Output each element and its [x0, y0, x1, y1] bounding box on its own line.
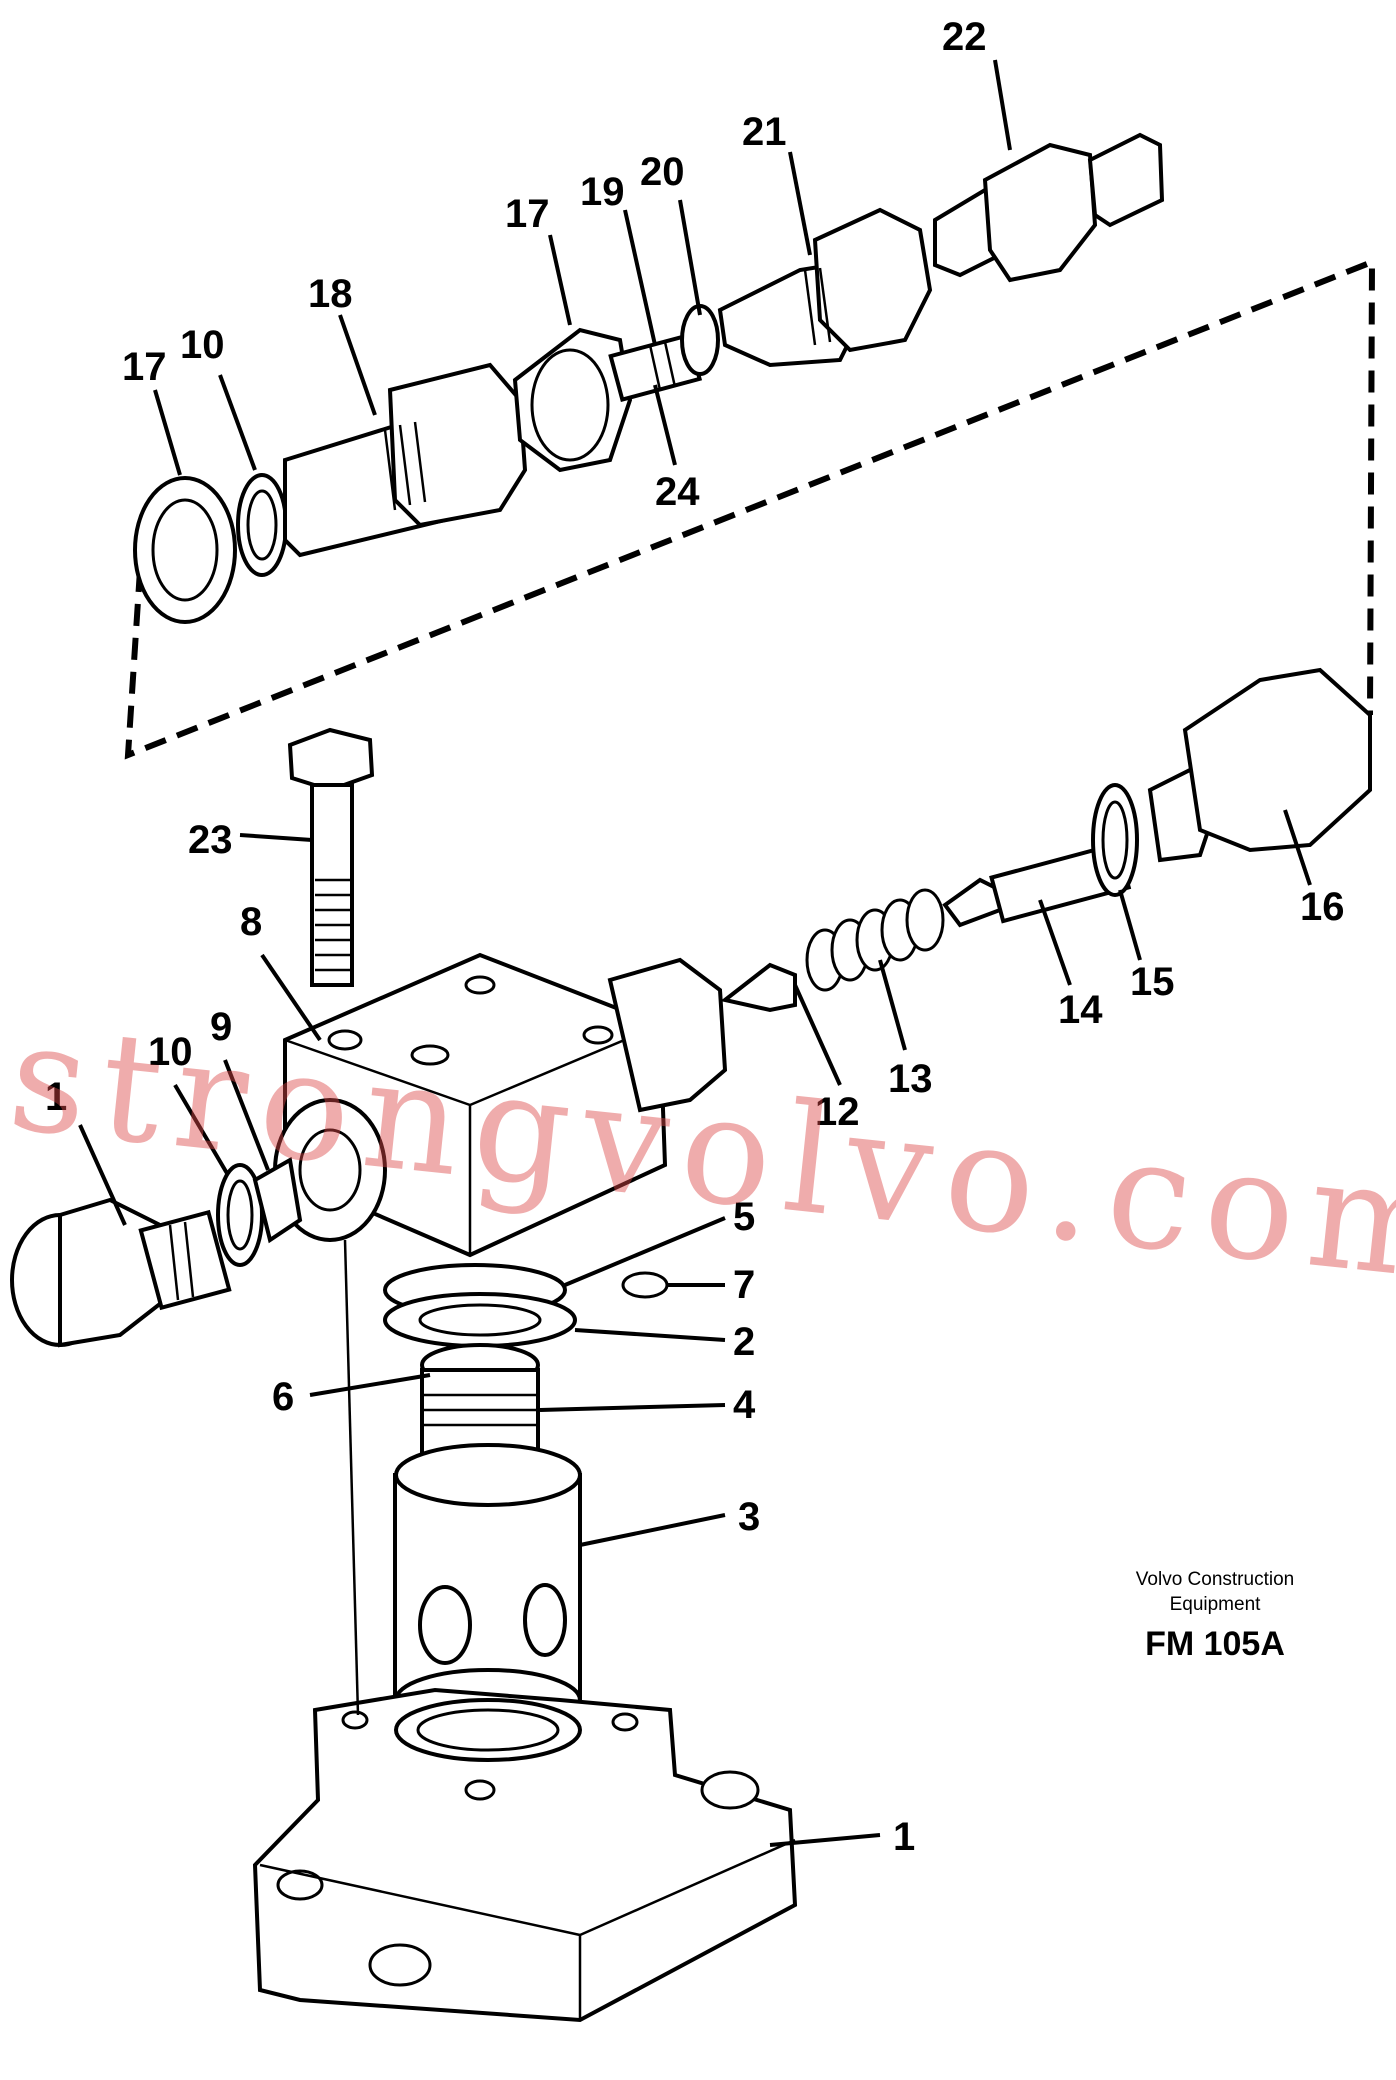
leader-6: [309, 1373, 431, 1397]
leader-2: [574, 1328, 726, 1342]
part-22-fitting: [933, 132, 1165, 283]
leader-13: [878, 959, 907, 1051]
part-20-washer: [680, 304, 720, 376]
leader-15: [1118, 889, 1142, 961]
callout-17-left: 17: [122, 345, 167, 389]
callout-1-base: 1: [893, 1815, 915, 1859]
leader-20: [678, 199, 702, 316]
part-21-adapter: [717, 207, 933, 368]
leader-22: [993, 59, 1012, 151]
part-13-spring: [805, 888, 945, 992]
callout-13: 13: [888, 1057, 933, 1101]
part-10-washer-upper: [236, 473, 288, 577]
part-9-seat: [252, 1156, 303, 1244]
part-15-washer: [1091, 783, 1139, 897]
leader-12: [793, 984, 842, 1086]
part-1-plug-left: [10, 1197, 232, 1348]
callout-18: 18: [308, 272, 353, 316]
part-17-nut-left: [133, 476, 237, 624]
callout-10-left: 10: [148, 1030, 193, 1074]
callout-22: 22: [942, 15, 987, 59]
leader-24: [653, 384, 677, 466]
leader-8: [260, 953, 322, 1042]
callout-2: 2: [733, 1320, 755, 1364]
part-18-adapter: [283, 362, 528, 558]
leader-1-left: [78, 1124, 127, 1226]
callout-12: 12: [815, 1090, 860, 1134]
part-3-sleeve: [393, 1443, 582, 1732]
callout-5: 5: [733, 1195, 755, 1239]
callout-17-mid: 17: [505, 192, 550, 236]
callout-23: 23: [188, 818, 233, 862]
callout-6: 6: [272, 1375, 294, 1419]
leader-17-left: [153, 389, 182, 476]
leader-21: [788, 151, 812, 256]
leader-19: [623, 209, 657, 346]
part-12-cone: [720, 962, 797, 1013]
callout-4: 4: [733, 1383, 756, 1427]
callout-9: 9: [210, 1005, 232, 1049]
part-8-valve-housing: [273, 952, 728, 1258]
figure-code: FM 105A: [1145, 1625, 1285, 1663]
part-19-part-24-spool: [608, 332, 703, 403]
leader-18: [338, 314, 377, 416]
callout-7: 7: [733, 1263, 755, 1307]
callout-20: 20: [640, 150, 685, 194]
callout-21: 21: [742, 110, 787, 154]
callout-1-left: 1: [45, 1075, 67, 1119]
callout-15: 15: [1130, 960, 1175, 1004]
part-10-washer-left: [216, 1163, 264, 1267]
leader-1-base: [769, 1833, 881, 1847]
callout-14: 14: [1058, 988, 1103, 1032]
part-23-bolt: [287, 727, 375, 987]
part-7-o-ring: [621, 1271, 669, 1299]
leader-9: [223, 1059, 270, 1171]
callout-8: 8: [240, 900, 262, 944]
callout-3: 3: [738, 1495, 760, 1539]
leader-5: [564, 1216, 726, 1287]
callout-10-top: 10: [180, 323, 225, 367]
part-17-nut-middle: [512, 327, 633, 473]
alignment-line: [343, 1239, 360, 1716]
leader-10-left: [173, 1083, 230, 1177]
manufacturer-caption: Volvo Construction Equipment: [1135, 1569, 1295, 1615]
leader-14: [1038, 899, 1072, 986]
callout-19: 19: [580, 170, 625, 214]
leader-16: [1283, 809, 1312, 886]
leader-23: [239, 833, 313, 842]
leader-3: [579, 1513, 726, 1547]
callout-24: 24: [655, 470, 700, 514]
leader-17-mid: [548, 234, 572, 326]
part-1-base-housing: [252, 1687, 798, 2023]
leader-4: [539, 1403, 726, 1412]
leader-10-top: [218, 374, 257, 471]
assembly-connection-dashed-line: [124, 257, 1376, 760]
callout-16: 16: [1300, 885, 1345, 929]
part-16-nut: [1147, 667, 1372, 863]
part-5-part-2-seals: [383, 1263, 577, 1348]
